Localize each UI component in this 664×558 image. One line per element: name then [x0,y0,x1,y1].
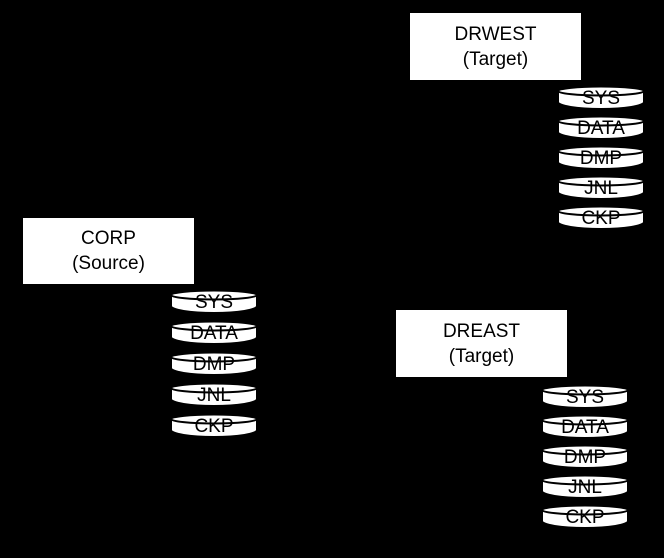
disk-label: CKP [565,507,605,528]
disk-cylinder: SYS [170,289,258,314]
disk-cylinder-icon [541,414,629,439]
disk-cylinder: CKP [170,413,258,438]
disk-label: SYS [194,292,234,313]
disk-cylinder-icon [170,413,258,438]
disk-cylinder: SYS [557,85,645,110]
disk-cylinder: JNL [541,474,629,499]
disk-label: DATA [561,417,609,438]
node-box-corp: CORP (Source) [23,218,194,284]
disk-label: DMP [563,447,607,468]
disk-stack-corp: SYS DATA DMP JNL CKP [170,289,258,438]
disk-label: JNL [584,178,618,199]
disk-label: JNL [197,385,231,406]
disk-label: SYS [581,88,621,109]
disk-cylinder-icon [557,145,645,170]
disk-cylinder: DATA [541,414,629,439]
disk-label: CKP [581,208,621,229]
disk-label: CKP [194,416,234,437]
node-title: DREAST [442,320,521,342]
disk-cylinder: CKP [541,504,629,529]
disk-cylinder-icon [541,504,629,529]
disk-cylinder-icon [170,351,258,376]
disk-cylinder-icon [557,85,645,110]
disk-cylinder: DMP [541,444,629,469]
node-title: DRWEST [454,23,537,45]
disk-label: DATA [190,323,238,344]
disk-stack-dreast: SYS DATA DMP JNL CKP [541,384,629,529]
node-subtitle: (Target) [462,48,529,70]
disk-cylinder-icon [170,289,258,314]
disk-label: DMP [192,354,236,375]
disk-cylinder: DATA [170,320,258,345]
node-title: CORP [81,228,136,249]
disk-label: DATA [577,118,625,139]
disk-cylinder: DMP [557,145,645,170]
node-box-dreast: DREAST (Target) [396,310,567,377]
disk-stack-drwest: SYS DATA DMP JNL CKP [557,85,645,230]
disk-cylinder-icon [557,205,645,230]
disk-cylinder: DMP [170,351,258,376]
disk-cylinder-icon [541,444,629,469]
disk-cylinder: JNL [557,175,645,200]
disk-label: JNL [568,477,602,498]
node-subtitle: (Target) [448,345,515,367]
disk-cylinder: JNL [170,382,258,407]
disk-cylinder: DATA [557,115,645,140]
disk-cylinder-icon [557,115,645,140]
node-box-drwest: DRWEST (Target) [410,13,581,80]
node-subtitle: (Source) [72,253,145,274]
disk-cylinder-icon [541,474,629,499]
disk-label: SYS [565,387,605,408]
disk-cylinder: SYS [541,384,629,409]
disk-cylinder-icon [170,320,258,345]
disk-cylinder-icon [170,382,258,407]
disk-cylinder: CKP [557,205,645,230]
disk-cylinder-icon [541,384,629,409]
disk-cylinder-icon [557,175,645,200]
disk-label: DMP [579,148,623,169]
